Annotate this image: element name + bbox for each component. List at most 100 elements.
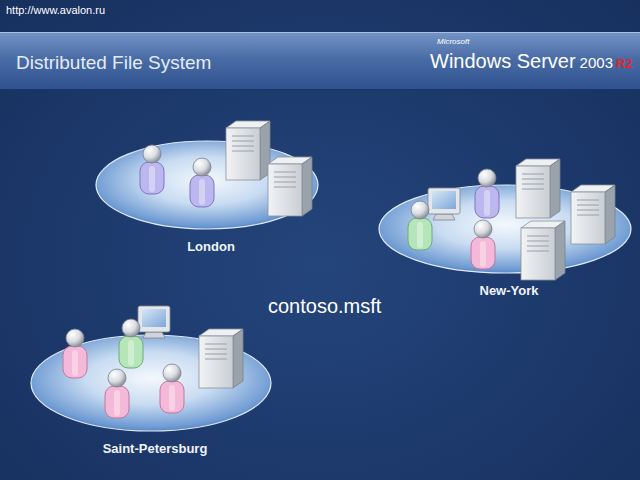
logo-microsoft: Microsoft: [437, 37, 469, 46]
site-ellipse: New-York: [378, 184, 640, 300]
user-highlight: [149, 166, 155, 192]
server-front: [571, 192, 605, 244]
user-body: [471, 237, 495, 269]
user-body: [105, 386, 129, 418]
user-icon: [190, 158, 214, 207]
site-icons: [140, 121, 312, 216]
user-body: [408, 218, 432, 250]
computer-icon: [428, 188, 460, 220]
user-highlight: [480, 241, 486, 267]
drive-slot: [232, 151, 254, 152]
server-front: [268, 164, 302, 216]
drive-slot: [527, 241, 549, 242]
drive-slot: [232, 136, 254, 137]
user-highlight: [72, 350, 78, 376]
user-head: [478, 169, 496, 187]
drive-slot: [527, 251, 549, 252]
user-highlight: [199, 179, 205, 205]
server-icon: [571, 185, 615, 244]
domain-label: contoso.msft: [268, 295, 381, 318]
product-logo: Windows Server2003R2: [430, 50, 633, 73]
monitor-stand: [433, 214, 455, 220]
server-front: [226, 128, 260, 180]
server-side: [605, 185, 615, 244]
user-highlight: [114, 390, 120, 416]
drive-slot: [527, 236, 549, 237]
monitor-case: [138, 306, 170, 332]
user-body: [190, 175, 214, 207]
logo-product: Windows Server: [430, 50, 576, 73]
computer-icon: [138, 306, 170, 338]
logo-version: 2003: [580, 54, 613, 71]
site-ellipse: London: [95, 140, 327, 256]
user-icon: [63, 329, 87, 378]
user-body: [475, 186, 499, 218]
server-front: [199, 336, 233, 388]
site-graphics: [378, 184, 632, 274]
drive-slot: [522, 184, 544, 185]
user-highlight: [169, 385, 175, 411]
user-head: [122, 319, 140, 337]
site-name: New-York: [378, 283, 640, 298]
user-icon: [471, 220, 495, 269]
user-icon: [119, 319, 143, 368]
server-icon: [521, 221, 565, 280]
drive-slot: [577, 200, 599, 201]
user-body: [160, 381, 184, 413]
logo-release: R2: [616, 56, 633, 71]
drive-slot: [274, 187, 296, 188]
drive-slot: [205, 359, 227, 360]
site-outline: [96, 141, 318, 229]
monitor-case: [428, 188, 460, 214]
user-icon: [160, 364, 184, 413]
site-name: Saint-Petersburg: [30, 441, 280, 456]
drive-slot: [205, 344, 227, 345]
user-head: [66, 329, 84, 347]
server-side: [302, 157, 312, 216]
drive-slot: [577, 210, 599, 211]
drive-slot: [577, 215, 599, 216]
user-body: [119, 336, 143, 368]
user-icon: [475, 169, 499, 218]
drive-slot: [232, 146, 254, 147]
site-graphics: [30, 334, 272, 432]
user-head: [108, 369, 126, 387]
site-ellipse: Saint-Petersburg: [30, 334, 280, 458]
server-front: [521, 228, 555, 280]
drive-slot: [522, 174, 544, 175]
drive-slot: [577, 205, 599, 206]
user-icon: [408, 201, 432, 250]
user-head: [411, 201, 429, 219]
site-outline: [379, 185, 631, 273]
monitor-screen: [432, 191, 456, 209]
server-icon: [199, 329, 243, 388]
server-front: [516, 166, 550, 218]
server-side: [550, 159, 560, 218]
user-head: [143, 145, 161, 163]
site-graphics: [95, 140, 319, 230]
slide-title: Distributed File System: [16, 52, 211, 74]
user-head: [193, 158, 211, 176]
site-icons: [408, 159, 615, 280]
user-icon: [105, 369, 129, 418]
user-icon: [140, 145, 164, 194]
server-side: [233, 329, 243, 388]
drive-slot: [522, 189, 544, 190]
user-highlight: [128, 340, 134, 366]
drive-slot: [274, 182, 296, 183]
monitor-stand: [143, 332, 165, 338]
user-body: [63, 346, 87, 378]
drive-slot: [274, 172, 296, 173]
server-icon: [516, 159, 560, 218]
user-head: [163, 364, 181, 382]
server-side: [555, 221, 565, 280]
drive-slot: [232, 141, 254, 142]
server-icon: [268, 157, 312, 216]
drive-slot: [527, 246, 549, 247]
user-highlight: [484, 190, 490, 216]
user-head: [474, 220, 492, 238]
site-name: London: [95, 239, 327, 254]
drive-slot: [205, 349, 227, 350]
monitor-screen: [142, 309, 166, 327]
